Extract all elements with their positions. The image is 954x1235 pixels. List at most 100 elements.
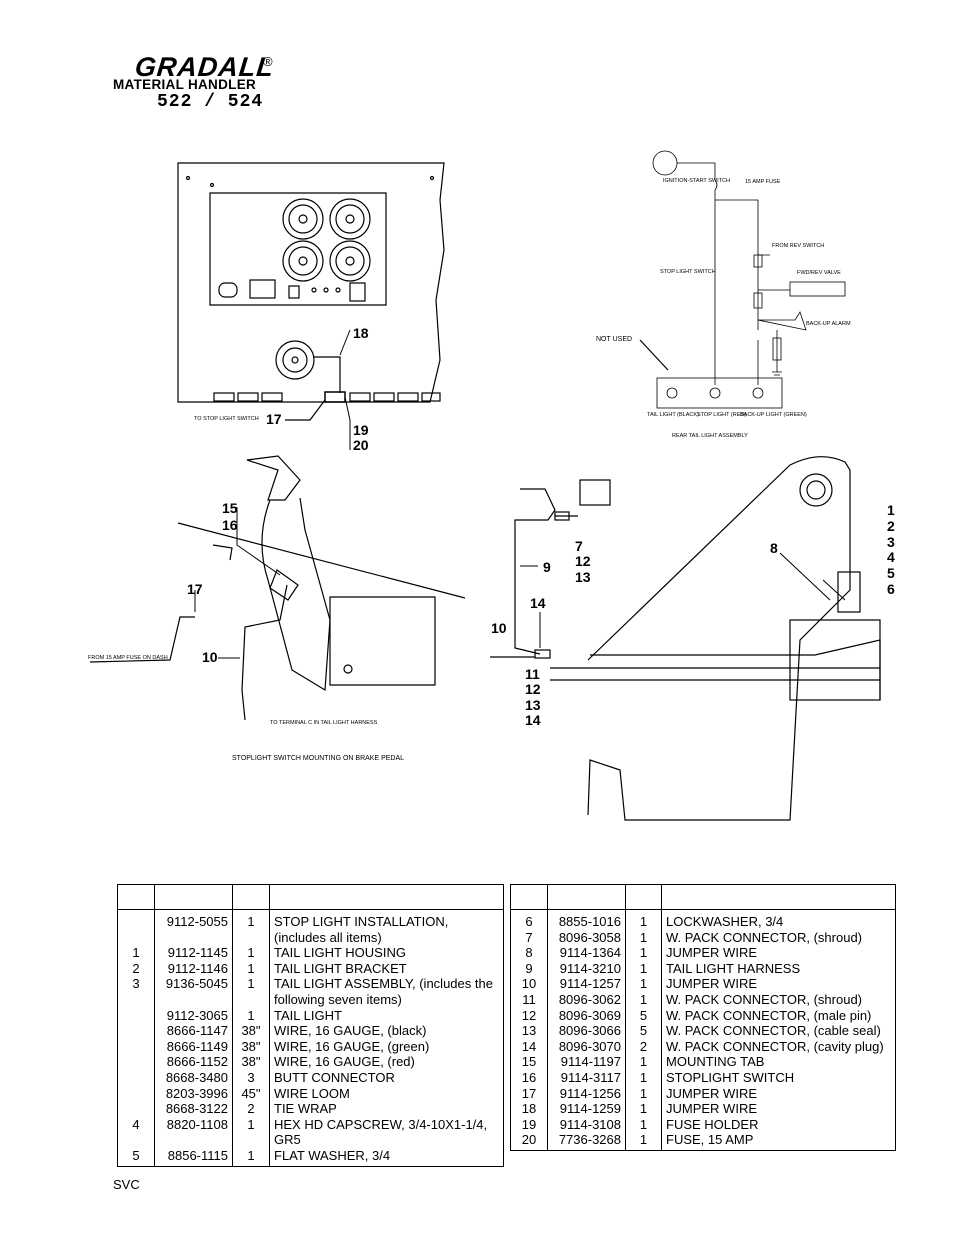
header-cell	[269, 884, 504, 910]
description-cell: W. PACK CONNECTOR, (cavity plug)	[661, 1038, 896, 1055]
footer-code: SVC	[113, 1177, 140, 1192]
item-number-cell: 2	[117, 960, 155, 977]
quantity-cell: 1	[625, 1116, 662, 1133]
caption-stoplight-switch-mounting: STOPLIGHT SWITCH MOUNTING ON BRAKE PEDAL	[232, 755, 404, 762]
item-number-cell: 4	[117, 1116, 155, 1133]
description-cell: W. PACK CONNECTOR, (shroud)	[661, 929, 896, 946]
item-number-cell: 18	[510, 1101, 548, 1117]
part-number-cell: 8668-3122	[154, 1101, 233, 1117]
quantity-cell: 38"	[232, 1038, 270, 1055]
quantity-cell: 1	[625, 909, 662, 930]
callout-1: 1	[887, 502, 895, 518]
rear-tail-light-box	[656, 377, 783, 409]
part-number-cell: 9112-3065	[154, 1007, 233, 1024]
label-to-stop-light-switch: TO STOP LIGHT SWITCH	[194, 416, 259, 422]
description-cell: JUMPER WIRE	[661, 945, 896, 961]
label-tail-light: TAIL LIGHT (BLACK)	[647, 412, 699, 418]
item-number-cell: 17	[510, 1085, 548, 1102]
table-row	[510, 1147, 896, 1151]
label-15-amp-fuse: 15 AMP FUSE	[745, 179, 781, 185]
quantity-cell: 1	[232, 1147, 270, 1167]
item-number-cell: 3	[117, 976, 155, 992]
part-number-cell: 8855-1016	[547, 909, 626, 930]
label-ignition-switch: IGNITION-START SWITCH	[663, 178, 730, 184]
item-number-cell	[117, 991, 155, 1008]
quantity-cell: 1	[625, 1069, 662, 1086]
quantity-cell: 1	[232, 1116, 270, 1133]
part-number-cell: 9112-5055	[154, 909, 233, 930]
part-number-cell: 9136-5045	[154, 976, 233, 992]
callout-10-frame: 10	[491, 620, 507, 636]
callout-3: 3	[887, 534, 895, 550]
callout-17-pedal: 17	[187, 581, 203, 597]
callout-6: 6	[887, 581, 895, 597]
callout-9: 9	[543, 559, 551, 575]
item-number-cell: 15	[510, 1054, 548, 1070]
part-number-cell: 8203-3996	[154, 1085, 233, 1102]
item-number-cell	[117, 1085, 155, 1102]
description-cell: TAIL LIGHT ASSEMBLY, (includes the	[269, 976, 504, 992]
tail-light-housing-shape	[837, 571, 861, 613]
item-number-cell: 7	[510, 929, 548, 946]
description-cell: HEX HD CAPSCREW, 3/4-10X1-1/4,	[269, 1116, 504, 1133]
description-cell: FUSE HOLDER	[661, 1116, 896, 1133]
quantity-cell: 2	[625, 1038, 662, 1055]
header-cell	[661, 884, 896, 910]
quantity-cell	[232, 929, 270, 946]
part-number-cell: 9114-1259	[547, 1101, 626, 1117]
rear-frame-drawing	[490, 456, 881, 821]
callout-5: 5	[887, 565, 895, 581]
label-from-15-amp-fuse: FROM 15 AMP FUSE ON DASH	[88, 655, 168, 661]
quantity-cell: 1	[232, 960, 270, 977]
label-backup-alarm: BACK-UP ALARM	[806, 321, 851, 327]
label-stop-light-switch: STOP LIGHT SWITCH	[660, 269, 716, 275]
part-number-cell: 9112-1146	[154, 960, 233, 977]
label-to-terminal-c: TO TERMINAL C IN TAIL LIGHT HARNESS	[270, 720, 378, 726]
quantity-cell: 1	[232, 945, 270, 961]
description-cell: FLAT WASHER, 3/4	[269, 1147, 504, 1167]
part-number-cell: 8666-1147	[154, 1023, 233, 1039]
part-number-cell: 8668-3480	[154, 1069, 233, 1086]
part-number-cell: 8096-3069	[547, 1007, 626, 1024]
item-number-cell	[510, 1147, 548, 1151]
item-number-cell: 6	[510, 909, 548, 930]
label-stop-light: STOP LIGHT (RED)	[697, 412, 746, 418]
description-cell: W. PACK CONNECTOR, (shroud)	[661, 991, 896, 1008]
item-number-cell: 10	[510, 976, 548, 992]
callout-12-bottom: 12	[525, 681, 541, 697]
callout-17-dash: 17	[266, 411, 282, 427]
description-cell: TAIL LIGHT BRACKET	[269, 960, 504, 977]
logo-subtitle: MATERIAL HANDLER	[113, 77, 257, 92]
wiring-schematic	[639, 150, 846, 409]
header-cell	[154, 884, 233, 910]
part-number-cell	[154, 929, 233, 946]
item-number-cell	[117, 909, 155, 930]
quantity-cell: 1	[625, 1132, 662, 1148]
item-number-cell	[117, 929, 155, 946]
callout-11: 11	[525, 666, 540, 682]
part-number-cell: 8856-1115	[154, 1147, 233, 1167]
description-cell: TIE WRAP	[269, 1101, 504, 1117]
quantity-cell: 1	[625, 960, 662, 977]
